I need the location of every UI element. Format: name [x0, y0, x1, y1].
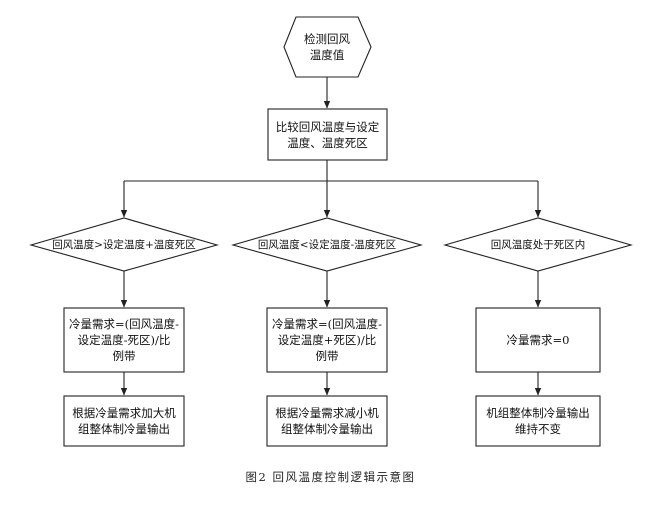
- output-1-label: 根据冷量需求加大机 组整体制冷量输出: [64, 396, 184, 446]
- figure-caption: 图2 回风温度控制逻辑示意图: [245, 470, 416, 484]
- decision-1-diamond: [28, 217, 220, 272]
- output-3-line-1: 机组整体制冷量输出: [486, 406, 590, 420]
- demand-2-box: [266, 307, 388, 373]
- decision-3-text: 回风温度处于死区内: [490, 238, 586, 251]
- decision-2-diamond: [230, 217, 424, 272]
- start-node-hexagon: [283, 16, 372, 78]
- decision-2-label: 回风温度<设定温度-温度死区: [233, 218, 421, 271]
- compare-label-line-1: 比较回风温度与设定: [275, 119, 380, 134]
- compare-node-box: [267, 108, 388, 161]
- demand-1-line-2: 设定温度-死区)/比: [77, 333, 171, 347]
- output-1-line-2: 组整体制冷量输出: [78, 422, 170, 436]
- decision-1-label: 回风温度>设定温度+温度死区: [31, 218, 217, 271]
- demand-2-line-2: 设定温度+死区)/比: [277, 333, 377, 347]
- demand-3-label: 冷量需求=0: [476, 308, 600, 372]
- start-label-line-1: 检测回风: [304, 32, 350, 46]
- output-1-line-1: 根据冷量需求加大机: [72, 406, 176, 420]
- start-node-label: 检测回风 温度值: [290, 17, 364, 77]
- compare-node-label: 比较回风温度与设定 温度、温度死区: [268, 109, 387, 160]
- decision-3-diamond: [442, 217, 634, 272]
- output-3-label: 机组整体制冷量输出 维持不变: [476, 396, 600, 446]
- output-2-line-2: 组整体制冷量输出: [281, 422, 373, 436]
- demand-1-line-3: 例带: [112, 349, 136, 363]
- demand-2-line-1: 冷量需求=(回风温度-: [271, 317, 382, 331]
- demand-3-line-1: 冷量需求=0: [506, 333, 570, 347]
- demand-2-line-3: 例带: [315, 349, 339, 363]
- output-2-box: [266, 395, 388, 447]
- output-2-line-1: 根据冷量需求减小机: [275, 406, 379, 420]
- output-1-box: [63, 395, 185, 447]
- output-3-line-2: 维持不变: [515, 422, 561, 436]
- start-label-line-2: 温度值: [309, 48, 345, 62]
- decision-2-text: 回风温度<设定温度-温度死区: [257, 238, 397, 251]
- decision-3-label: 回风温度处于死区内: [445, 218, 631, 271]
- demand-1-label: 冷量需求=(回风温度- 设定温度-死区)/比 例带: [64, 308, 184, 372]
- demand-1-line-1: 冷量需求=(回风温度-: [68, 317, 179, 331]
- compare-label-line-2: 温度、温度死区: [287, 135, 368, 150]
- demand-1-box: [63, 307, 185, 373]
- decision-1-text: 回风温度>设定温度+温度死区: [52, 238, 196, 251]
- output-3-box: [475, 395, 601, 447]
- demand-2-label: 冷量需求=(回风温度- 设定温度+死区)/比 例带: [267, 308, 387, 372]
- output-2-label: 根据冷量需求减小机 组整体制冷量输出: [267, 396, 387, 446]
- demand-3-box: [475, 307, 601, 373]
